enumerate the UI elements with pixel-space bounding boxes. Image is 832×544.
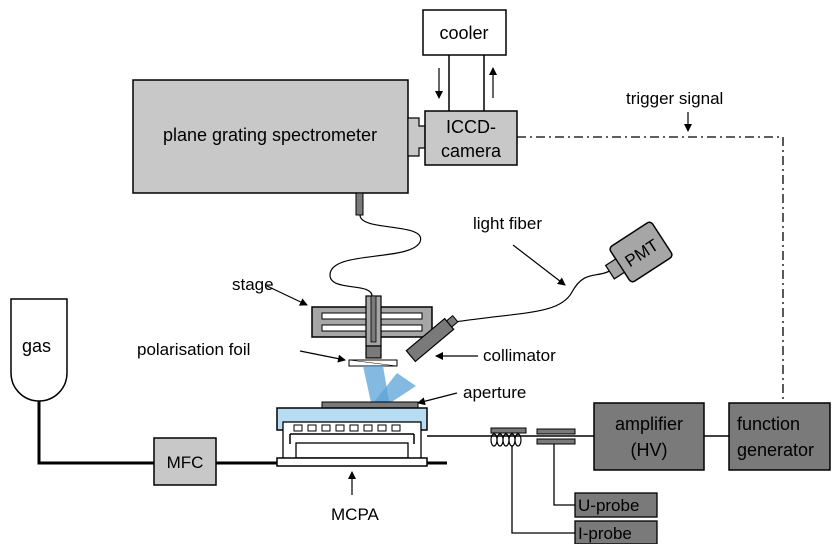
function-generator-label-line2: generator [737, 440, 814, 460]
cooler-label: cooler [439, 23, 488, 43]
light-fiber-arrow-icon [512, 244, 566, 286]
iccd-label-line1: ICCD- [446, 117, 496, 137]
collimator-label: collimator [483, 346, 556, 365]
stage-arrow-icon [266, 285, 308, 306]
pmt-detector: PMT [604, 221, 673, 283]
foil-hatch [348, 359, 398, 367]
mfc-box: MFC [153, 437, 217, 486]
polarisation-foil-label: polarisation foil [137, 340, 250, 359]
light-fiber-label: light fiber [473, 214, 542, 233]
fiber-core [370, 295, 377, 343]
function-generator-label-line1: function [737, 414, 800, 434]
i-probe-wire [511, 446, 575, 534]
stage-label: stage [232, 275, 274, 294]
i-probe-box: I-probe [574, 520, 658, 544]
aperture-label: aperture [463, 383, 526, 402]
voltage-probe-clamp-bottom [536, 438, 576, 445]
pmt-light-fiber [454, 267, 616, 323]
u-probe-box: U-probe [574, 492, 658, 518]
trigger-signal-label: trigger signal [626, 89, 723, 108]
iccd-camera-box: ICCD- camera [424, 110, 518, 166]
spectrometer-label: plane grating spectrometer [163, 125, 377, 145]
current-probe-clamp [490, 427, 527, 434]
mcpa-device [276, 401, 428, 467]
spectrometer-box: plane grating spectrometer [132, 79, 409, 194]
gas-line-to-mfc [37, 401, 154, 465]
foil-arrow-icon [299, 350, 346, 363]
amplifier-box: amplifier (HV) [593, 402, 705, 471]
voltage-probe-clamp-top [536, 428, 576, 435]
cooler-box: cooler [422, 9, 507, 56]
collimator [405, 315, 459, 363]
gas-label: gas [22, 336, 51, 356]
fiber-tip [365, 345, 382, 359]
u-probe-label: U-probe [578, 496, 639, 515]
function-generator-box: function generator [728, 402, 831, 471]
mfc-label: MFC [167, 453, 204, 472]
iccd-label-line2: camera [441, 141, 502, 161]
i-probe-label: I-probe [578, 524, 632, 543]
aperture-arrow-icon [417, 392, 458, 406]
u-probe-wire [553, 444, 575, 506]
mcpa-label: MCPA [331, 505, 380, 524]
amplifier-label-line2: (HV) [631, 440, 668, 460]
camera-coupler [407, 117, 426, 157]
spectrometer-fiber-port [355, 192, 364, 216]
gas-bottle: gas [10, 298, 68, 402]
spectrometer-fiber [329, 214, 422, 297]
beam-to-collimator [370, 373, 416, 407]
amplifier-label-line1: amplifier [615, 414, 683, 434]
trigger-signal-line [517, 136, 784, 403]
